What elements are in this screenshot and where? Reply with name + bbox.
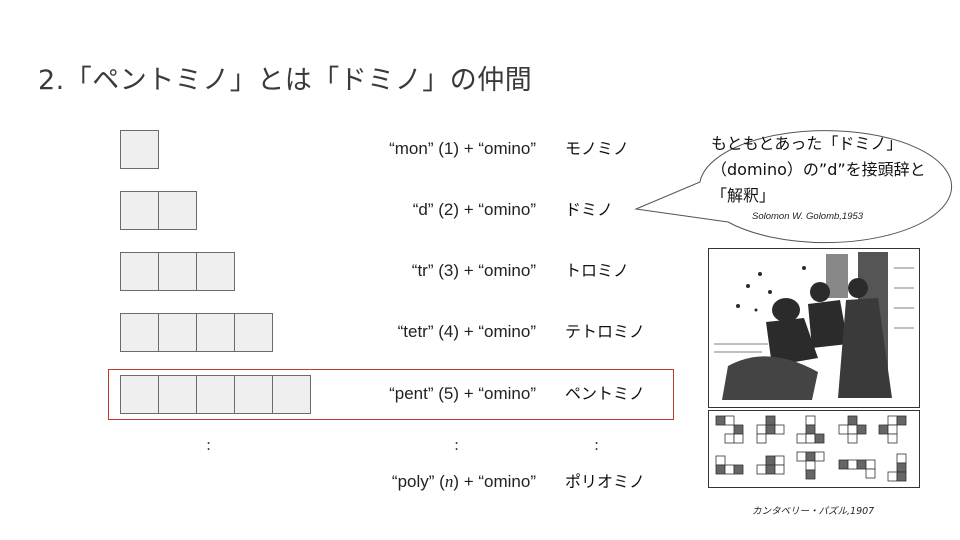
name-tetromino: テトロミノ <box>565 322 646 341</box>
ellipsis-middle: : <box>454 436 460 454</box>
square-cell <box>196 375 235 414</box>
name-domino: ドミノ <box>565 200 614 219</box>
formula-pentomino: “pent” (5) + “omino” <box>389 384 536 403</box>
square-cell <box>158 252 197 291</box>
formula-domino: “d” (2) + “omino” <box>412 200 536 219</box>
square-cell <box>272 375 311 414</box>
speech-bubble <box>634 130 953 244</box>
formula-tromino: “tr” (3) + “omino” <box>411 261 536 280</box>
image-caption: カンタベリー・パズル,1907 <box>752 506 875 517</box>
tromino-shape <box>120 252 235 291</box>
domino-shape <box>120 191 197 230</box>
name-tromino: トロミノ <box>565 261 630 280</box>
square-cell <box>120 375 159 414</box>
formula-poly: “poly” (n) + “omino” <box>392 463 536 501</box>
polyomino-row-tetromino: “tetr” (4) + “omino” テトロミノ <box>0 313 960 353</box>
name-pentomino: ペントミノ <box>565 384 646 403</box>
bubble-line-3: 「解釈」 <box>711 186 776 205</box>
canterbury-engraving-image <box>708 248 920 408</box>
ellipsis-left: : <box>206 436 212 454</box>
formula-poly-suffix: ) + “omino” <box>453 472 536 491</box>
ellipsis-right: : <box>594 436 600 454</box>
polyomino-row-domino: “d” (2) + “omino” ドミノ <box>0 191 960 231</box>
polyomino-row-poly: “poly” (n) + “omino” ポリオミノ <box>0 463 960 503</box>
square-cell <box>158 375 197 414</box>
formula-monomino: “mon” (1) + “omino” <box>389 139 536 158</box>
slide-title: 2.「ペントミノ」とは「ドミノ」の仲間 <box>38 65 533 96</box>
name-monomino: モノミノ <box>565 139 630 158</box>
formula-poly-variable: n <box>444 472 454 491</box>
canterbury-puzzle-pieces <box>708 410 920 488</box>
square-cell <box>158 191 197 230</box>
bubble-line-1: もともとあった「ドミノ」 <box>711 134 903 153</box>
monomino-shape <box>120 130 159 169</box>
square-cell <box>196 313 235 352</box>
formula-poly-prefix: “poly” ( <box>391 472 445 491</box>
bubble-credit: Solomon W. Golomb,1953 <box>752 211 864 222</box>
square-cell <box>234 313 273 352</box>
name-polyomino: ポリオミノ <box>565 472 646 491</box>
bubble-line-2: （domino）の”d”を接頭辞と <box>711 160 926 179</box>
formula-tetromino: “tetr” (4) + “omino” <box>397 322 536 341</box>
polyomino-row-pentomino: “pent” (5) + “omino” ペントミノ <box>0 375 960 415</box>
square-cell <box>158 313 197 352</box>
square-cell <box>196 252 235 291</box>
bubble-text: もともとあった「ドミノ」 （domino）の”d”を接頭辞と 「解釈」 <box>711 131 941 209</box>
pentomino-shape <box>120 375 311 414</box>
square-cell <box>120 191 159 230</box>
tetromino-shape <box>120 313 273 352</box>
polyomino-row-monomino: “mon” (1) + “omino” モノミノ <box>0 130 960 170</box>
square-cell <box>120 130 159 169</box>
square-cell <box>120 313 159 352</box>
polyomino-row-tromino: “tr” (3) + “omino” トロミノ <box>0 252 960 292</box>
square-cell <box>234 375 273 414</box>
square-cell <box>120 252 159 291</box>
pentomino-highlight-frame <box>108 369 674 420</box>
